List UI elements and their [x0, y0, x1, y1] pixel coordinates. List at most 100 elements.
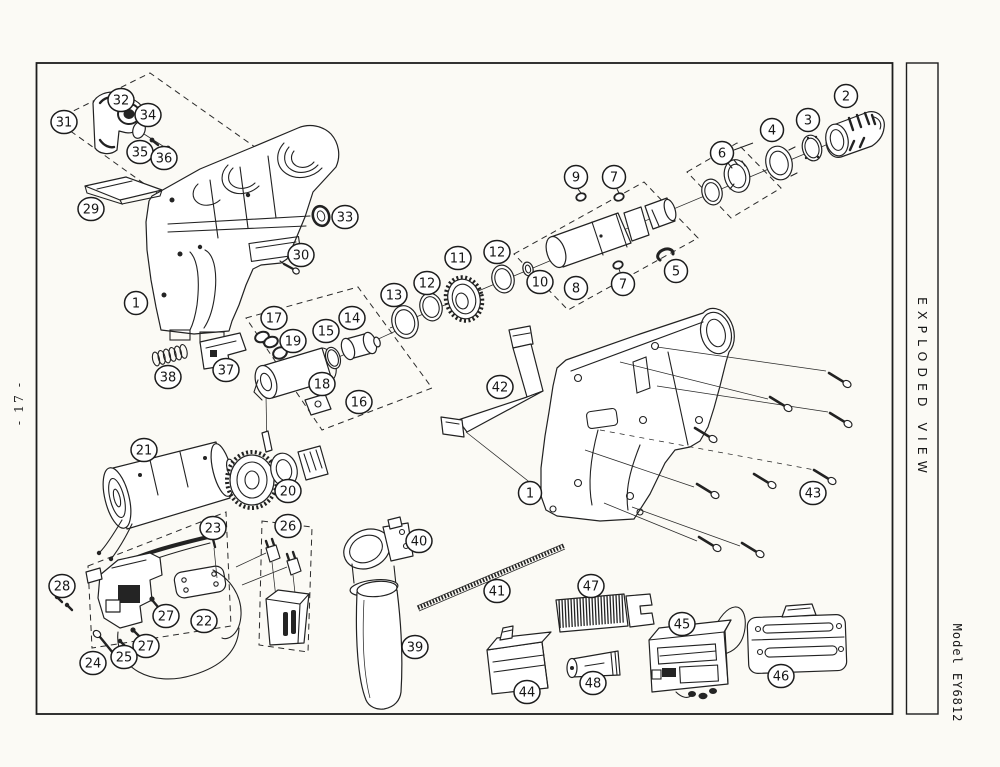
- bracket-37-drawing: [199, 332, 247, 370]
- callout-25: 25: [110, 644, 138, 670]
- svg-text:10: 10: [532, 276, 549, 291]
- callout-13: 13: [380, 282, 408, 308]
- clip-5-drawing: [656, 247, 675, 262]
- charger-45-drawing: [648, 606, 746, 700]
- svg-text:2: 2: [842, 90, 850, 105]
- callout-30: 30: [287, 242, 315, 268]
- svg-text:5: 5: [672, 265, 680, 280]
- callout-10: 10: [526, 269, 554, 295]
- clutch-cylinder-drawing: [253, 347, 337, 401]
- callout-7a: 7: [601, 164, 627, 194]
- svg-text:47: 47: [583, 580, 600, 595]
- group-box-22: [87, 511, 232, 649]
- oring-33-drawing: [311, 204, 331, 228]
- callout-34: 34: [134, 102, 162, 128]
- screw-27-lower-drawing: [130, 627, 141, 638]
- model-label: Model EY6812: [950, 624, 964, 723]
- grease-tube-48-drawing: [566, 650, 621, 679]
- ring-set-6-drawing: [701, 159, 751, 206]
- svg-text:13: 13: [386, 289, 403, 304]
- spring-38-drawing: [151, 343, 188, 367]
- svg-text:27: 27: [138, 640, 155, 655]
- ring-15-drawing: [324, 346, 342, 370]
- svg-text:4: 4: [768, 124, 776, 139]
- group-box-8: [513, 181, 699, 311]
- svg-text:30: 30: [293, 249, 310, 264]
- callout-18: 18: [308, 371, 336, 397]
- svg-text:7: 7: [610, 171, 618, 186]
- svg-text:35: 35: [132, 146, 149, 161]
- svg-text:25: 25: [116, 651, 133, 666]
- svg-text:3: 3: [804, 114, 812, 129]
- callout-9: 9: [563, 164, 589, 194]
- hanger-42-drawing: [440, 325, 544, 438]
- cylinder-14-drawing: [340, 331, 381, 361]
- pin-18-drawing: [304, 393, 332, 416]
- svg-text:14: 14: [344, 312, 361, 327]
- callout-35: 35: [126, 139, 154, 165]
- callout-22: 22: [190, 608, 218, 634]
- callout-15: 15: [312, 318, 340, 344]
- callout-27a: 27: [152, 603, 180, 629]
- callout-38: 38: [154, 364, 182, 390]
- callout-27b: 27: [132, 633, 160, 659]
- svg-text:9: 9: [572, 171, 580, 186]
- callout-12b: 12: [483, 239, 511, 265]
- svg-text:1: 1: [132, 297, 140, 312]
- sidebar-frame: [905, 62, 939, 715]
- callout-20: 20: [274, 478, 302, 504]
- right-housing-drawing: [540, 307, 735, 522]
- bit-box-44-drawing: [486, 625, 552, 695]
- callout-5: 5: [663, 258, 689, 284]
- callout-36: 36: [150, 145, 178, 171]
- callout-6: 6: [709, 140, 754, 166]
- bearing-4-drawing: [765, 145, 798, 181]
- callout-17: 17: [260, 305, 288, 331]
- svg-text:16: 16: [351, 396, 368, 411]
- callout-41: 41: [483, 578, 511, 604]
- callout-33: 33: [331, 204, 359, 230]
- svg-text:43: 43: [805, 487, 822, 502]
- svg-text:41: 41: [489, 585, 506, 600]
- svg-text:37: 37: [218, 364, 235, 379]
- ring-7-top-drawing: [613, 192, 625, 202]
- svg-text:38: 38: [160, 371, 177, 386]
- callout-4: 4: [759, 117, 785, 143]
- washer-12-right-drawing: [491, 264, 515, 294]
- svg-text:32: 32: [113, 94, 130, 109]
- gear-11-drawing: [443, 275, 485, 323]
- svg-text:31: 31: [56, 116, 73, 131]
- svg-text:15: 15: [318, 325, 335, 340]
- screws-43-drawing: [693, 371, 853, 559]
- callout-12a: 12: [413, 270, 441, 296]
- svg-text:18: 18: [314, 378, 331, 393]
- screw-24-drawing: [92, 629, 115, 655]
- callout-7b: 7: [610, 268, 636, 297]
- svg-text:6: 6: [718, 147, 726, 162]
- callout-39: 39: [401, 634, 429, 660]
- washer-12-left-drawing: [419, 292, 443, 322]
- svg-text:24: 24: [85, 657, 102, 672]
- svg-text:17: 17: [266, 312, 283, 327]
- sidebar-label: EXPLODED VIEW: [915, 297, 930, 479]
- callout-1b: 1: [517, 480, 543, 506]
- svg-text:26: 26: [280, 520, 297, 535]
- callout-3: 3: [795, 107, 821, 133]
- case-46-drawing: [746, 603, 848, 674]
- svg-text:28: 28: [54, 580, 71, 595]
- page-number: - 17 -: [11, 381, 26, 425]
- screw-lines-43: [584, 346, 829, 547]
- svg-text:48: 48: [585, 677, 602, 692]
- terminal-group-26-drawing: [264, 537, 310, 646]
- callout-45: 45: [668, 611, 696, 637]
- plate-29-drawing: [84, 176, 163, 205]
- svg-text:23: 23: [205, 522, 222, 537]
- brush-47-drawing: [555, 593, 655, 633]
- svg-text:45: 45: [674, 618, 691, 633]
- callout-8: 8: [563, 275, 589, 301]
- callout-23: 23: [199, 515, 227, 541]
- callout-24: 24: [79, 650, 107, 676]
